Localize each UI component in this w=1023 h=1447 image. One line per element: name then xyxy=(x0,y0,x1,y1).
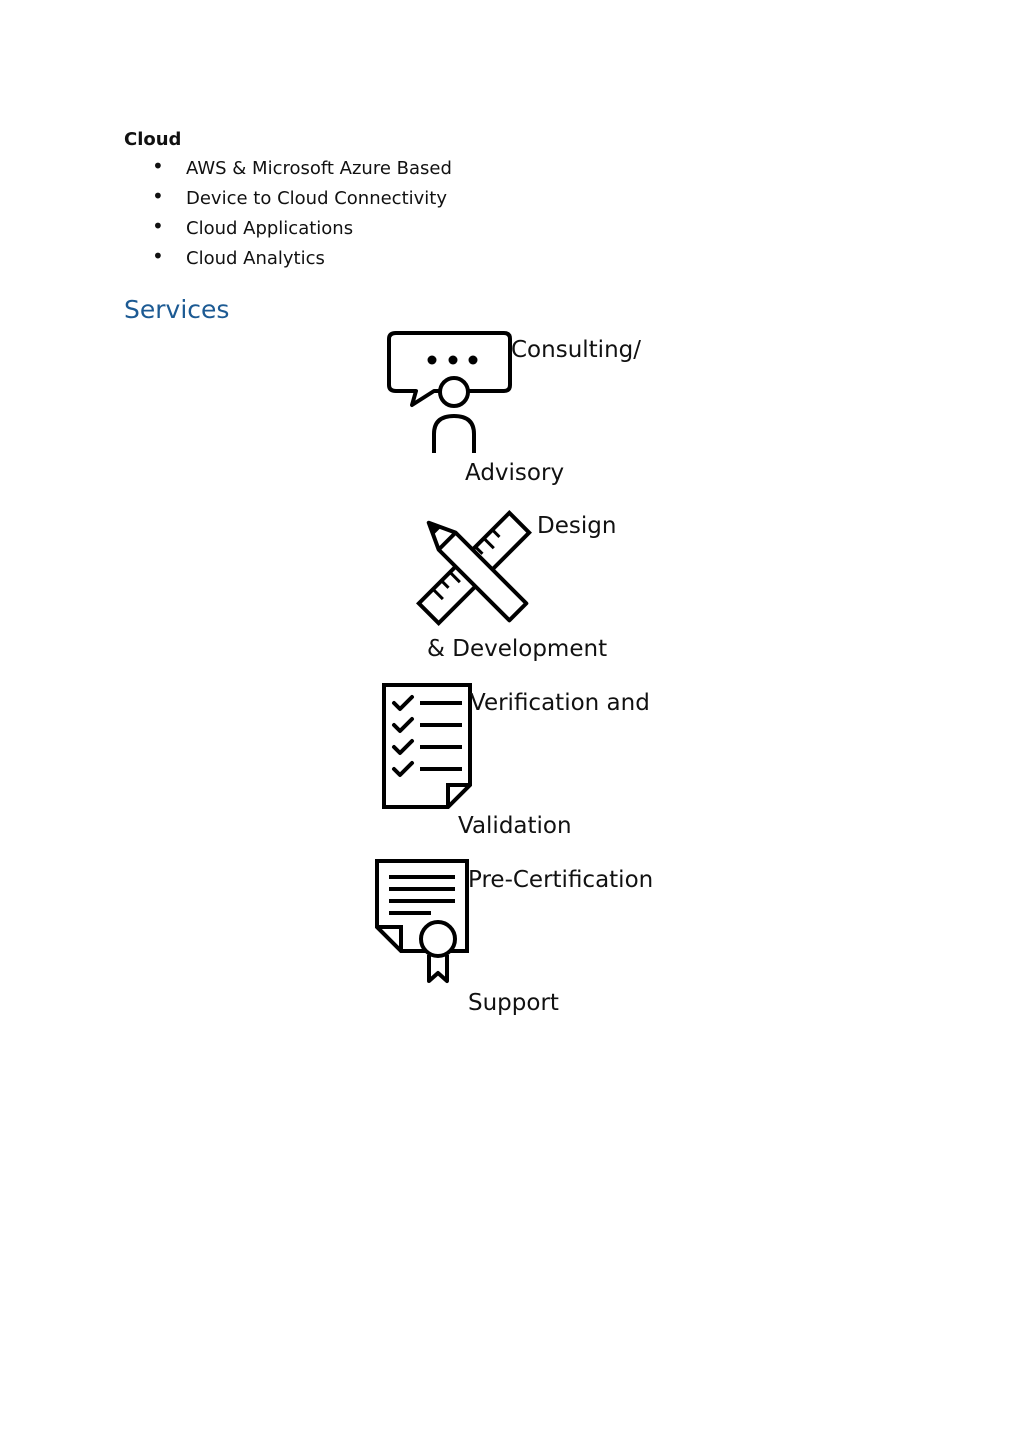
service-line-1: Consulting/ xyxy=(511,337,641,363)
certificate-icon xyxy=(375,859,471,985)
service-line-1: Design xyxy=(537,513,617,539)
list-item-text: Cloud Analytics xyxy=(186,248,325,269)
service-line-2: Support xyxy=(468,990,559,1016)
service-line-1: Verification and xyxy=(470,690,650,716)
list-item-text: Cloud Applications xyxy=(186,218,354,239)
list-item-text: Device to Cloud Connectivity xyxy=(186,188,447,209)
consultant-icon xyxy=(386,330,512,454)
bullet-icon: • xyxy=(152,244,164,268)
list-item-text: AWS & Microsoft Azure Based xyxy=(186,158,452,179)
service-line-1: Pre-Certification xyxy=(468,867,654,893)
checklist-icon xyxy=(382,683,474,809)
bullet-icon: • xyxy=(152,154,164,178)
pencil-ruler-icon xyxy=(412,506,536,630)
service-line-2: Validation xyxy=(458,813,572,839)
cloud-heading: Cloud xyxy=(124,129,182,150)
bullet-icon: • xyxy=(152,184,164,208)
services-heading: Services xyxy=(124,295,230,324)
service-line-2: Advisory xyxy=(465,460,565,486)
service-line-2: & Development xyxy=(427,636,608,662)
bullet-icon: • xyxy=(152,214,164,238)
